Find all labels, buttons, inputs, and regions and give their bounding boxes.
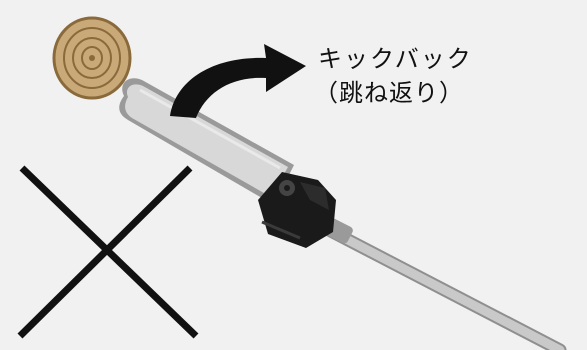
prohibited-cross-icon — [17, 165, 199, 339]
caption-title: キックバック — [318, 45, 473, 73]
caption-subtitle: （跳ね返り） — [314, 79, 464, 107]
log-end-icon — [52, 16, 132, 100]
pole-saw-icon — [119, 78, 567, 350]
kickback-arrow-icon — [170, 44, 306, 118]
kickback-caption: キックバック （跳ね返り） — [314, 42, 548, 110]
